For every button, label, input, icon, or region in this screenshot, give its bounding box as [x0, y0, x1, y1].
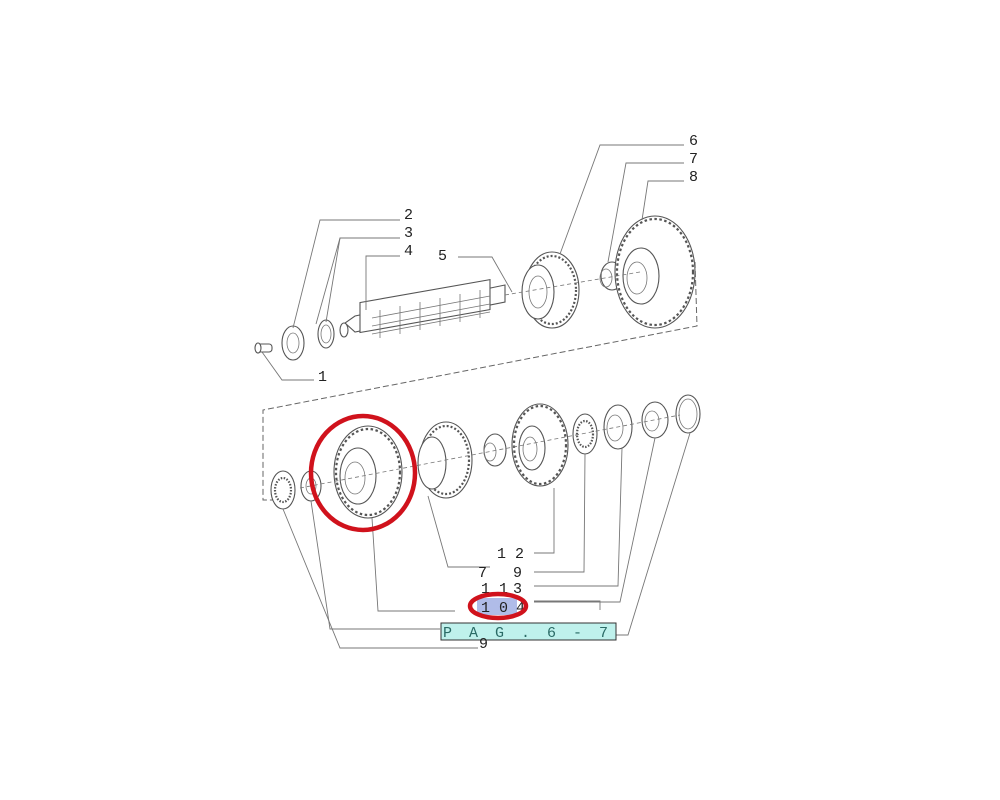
- callout-lower-7[interactable]: 7: [478, 565, 487, 582]
- callout-8[interactable]: 8: [689, 169, 698, 186]
- part-3-snap-ring[interactable]: [317, 319, 335, 349]
- part-2-bearing[interactable]: [281, 325, 305, 361]
- part-highlighted-gear[interactable]: [333, 425, 403, 519]
- part-oring[interactable]: [675, 394, 701, 434]
- callout-6[interactable]: 6: [689, 133, 698, 150]
- callout-10[interactable]: 1 0: [481, 600, 508, 617]
- callout-lower-3[interactable]: 3: [513, 581, 522, 598]
- dashed-connector: [262, 261, 698, 501]
- callout-2[interactable]: 2: [404, 207, 413, 224]
- part-8-gear[interactable]: [614, 215, 696, 329]
- page-reference-label[interactable]: P A G . 6 - 7: [443, 625, 612, 642]
- highlight-circle-callout: [467, 591, 529, 621]
- part-9-splined-ring[interactable]: [572, 413, 598, 455]
- part-6-synchronizer[interactable]: [521, 251, 580, 329]
- part-4-splined-shaft[interactable]: [339, 278, 506, 338]
- callout-4[interactable]: 4: [404, 243, 413, 260]
- lower-shaft-assembly: [270, 394, 701, 519]
- page-reference-box: [440, 622, 617, 641]
- selection-box: [477, 598, 517, 615]
- page-reference[interactable]: P A G . 6 - 7: [440, 622, 617, 642]
- highlight-circle-gear: [308, 413, 418, 533]
- part-1-pin[interactable]: [254, 342, 273, 354]
- callout-7[interactable]: 7: [689, 151, 698, 168]
- part-9-washer[interactable]: [270, 470, 296, 510]
- part-7-lower-bushing[interactable]: [483, 433, 507, 467]
- callout-labels: 2 3 4 5 1 6 7 8 1 2 7 9 1 1 3: [318, 133, 698, 598]
- callout-1[interactable]: 1: [318, 369, 327, 386]
- selected-callout-10[interactable]: 1 0 4: [477, 598, 525, 617]
- part-12-gear[interactable]: [511, 403, 569, 487]
- callout-3[interactable]: 3: [404, 225, 413, 242]
- red-annotations: [308, 413, 529, 621]
- upper-shaft-assembly: [254, 215, 696, 361]
- upper-leaders: [261, 144, 684, 381]
- callout-12[interactable]: 1 2: [497, 546, 524, 563]
- callout-lower-4[interactable]: 4: [516, 600, 525, 617]
- callout-lower-9[interactable]: 9: [513, 565, 522, 582]
- callout-lower-9b[interactable]: 9: [479, 636, 488, 653]
- callout-5[interactable]: 5: [438, 248, 447, 265]
- lower-leaders: [282, 432, 691, 649]
- part-4-nut[interactable]: [641, 401, 669, 439]
